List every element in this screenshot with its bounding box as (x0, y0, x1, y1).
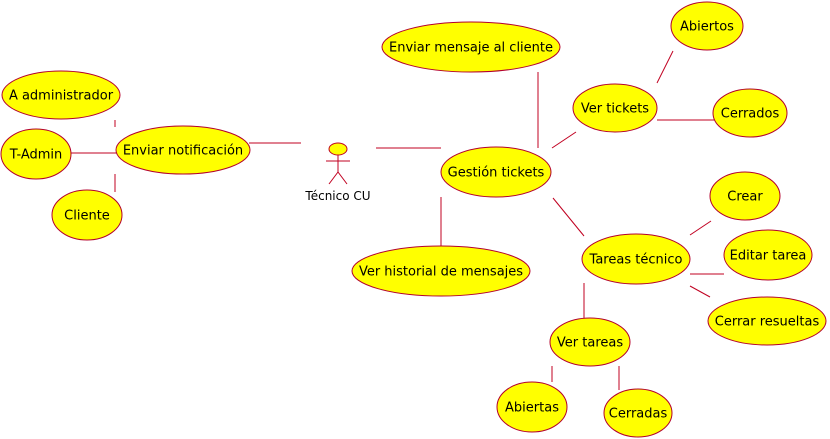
usecase-label: Cerrados (721, 107, 780, 122)
usecase-ellipse (707, 296, 827, 346)
usecase-label: Enviar mensaje al cliente (389, 41, 553, 56)
usecase-label: Ver historial de mensajes (359, 265, 523, 280)
usecase-ellipse (670, 1, 744, 51)
connector-tareas-cerrar (689, 285, 711, 298)
usecase-ellipse (496, 381, 568, 433)
usecase-ver-historial-mensajes: Ver historial de mensajes (351, 245, 531, 297)
usecase-abiertos: Abiertos (670, 1, 744, 51)
actor-leg-right (337, 171, 348, 185)
usecase-t-admin: T-Admin (0, 128, 72, 180)
actor-head (328, 142, 348, 156)
usecase-ellipse (51, 189, 123, 241)
usecase-label: Abiertos (680, 20, 734, 35)
usecase-cerrar-resueltas: Cerrar resueltas (707, 296, 827, 346)
usecase-label: Enviar notificación (123, 144, 243, 159)
usecase-a-administrador: A administrador (1, 70, 121, 120)
usecase-label: Ver tareas (557, 336, 623, 351)
usecase-enviar-notificacion: Enviar notificación (115, 125, 251, 175)
usecase-enviar-mensaje-cliente: Enviar mensaje al cliente (381, 21, 561, 73)
usecase-label: Cliente (64, 209, 110, 224)
usecase-cliente: Cliente (51, 189, 123, 241)
usecase-label: A administrador (9, 89, 114, 104)
usecase-ellipse (0, 128, 72, 180)
actor-leg-left (328, 171, 339, 185)
usecase-label: Ver tickets (581, 102, 649, 117)
usecase-label: Editar tarea (730, 249, 807, 264)
usecase-crear: Crear (709, 171, 781, 221)
usecase-abiertas: Abiertas (496, 381, 568, 433)
connectors (71, 50, 724, 390)
usecase-ellipse (549, 317, 631, 367)
usecase-ellipse (351, 245, 531, 297)
actor-label: Técnico CU (304, 189, 370, 203)
usecase-cerrados: Cerrados (712, 88, 788, 138)
usecase-ver-tickets: Ver tickets (572, 83, 658, 133)
connector-gestion-tareas (552, 197, 585, 237)
usecase-label: Gestión tickets (448, 166, 545, 181)
usecase-label: T-Admin (9, 148, 63, 163)
usecase-label: Abiertas (505, 401, 559, 416)
connector-tareas-crear (689, 220, 712, 236)
connector-vertickets-abiertos (656, 50, 674, 84)
usecase-ver-tareas: Ver tareas (549, 317, 631, 367)
connector-gestion-vertickets (551, 131, 577, 149)
usecase-ellipse (115, 125, 251, 175)
usecase-label: Cerrar resueltas (715, 315, 820, 330)
usecase-ellipse (723, 229, 813, 281)
usecase-ellipse (381, 21, 561, 73)
usecase-label: Cerradas (609, 407, 668, 422)
actor-tecnico: Técnico CU (304, 142, 371, 203)
usecase-ellipse (572, 83, 658, 133)
usecase-tareas-tecnico: Tareas técnico (581, 233, 691, 285)
usecase-ellipse (712, 88, 788, 138)
usecase-ellipse (1, 70, 121, 120)
usecase-cerradas: Cerradas (603, 388, 673, 438)
usecase-ellipse (581, 233, 691, 285)
usecase-label: Crear (727, 190, 763, 205)
usecase-ellipse (709, 171, 781, 221)
usecase-label: Tareas técnico (589, 253, 683, 268)
usecase-editar-tarea: Editar tarea (723, 229, 813, 281)
usecase-gestion-tickets: Gestión tickets (440, 146, 552, 198)
usecase-ellipse (440, 146, 552, 198)
usecase-ellipse (603, 388, 673, 438)
